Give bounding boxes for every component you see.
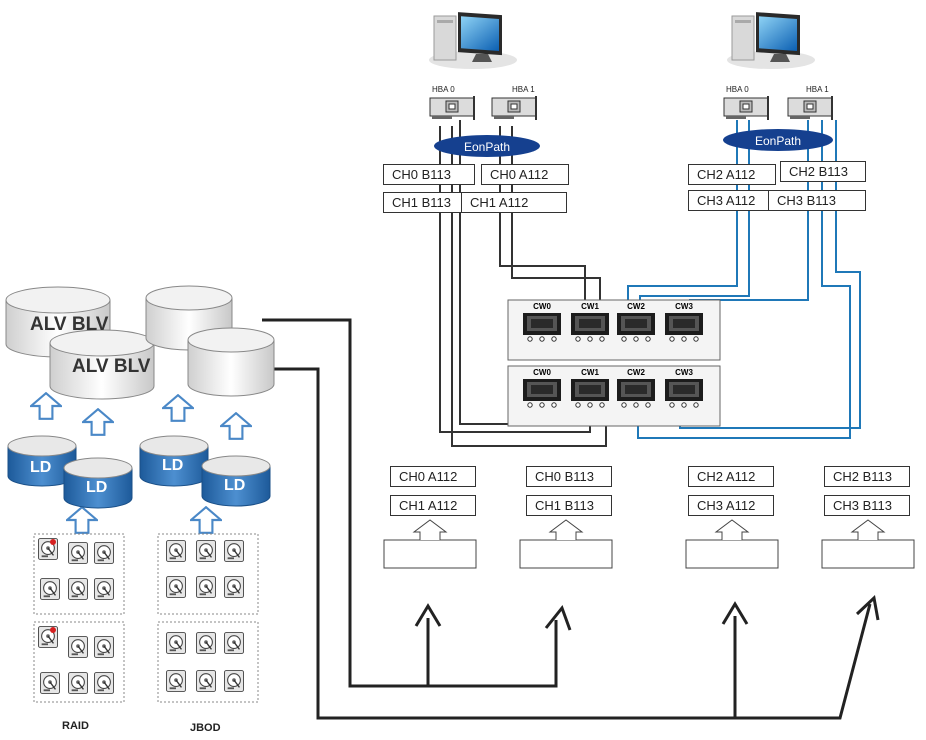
ld-label: LD <box>30 459 51 476</box>
up-arrow-icon <box>82 408 114 436</box>
port-label: CW1 <box>581 368 599 377</box>
hard-disk-icon <box>94 636 114 658</box>
host-channel-label: CH2 B113 <box>780 161 866 182</box>
hba0-label-right: HBA 0 <box>726 85 749 94</box>
target-channel-label: CH1 B113 <box>526 495 612 516</box>
controller-lower: CW0 CW1 CW2 CW3 <box>507 365 721 427</box>
controller-upper: CW0 CW1 CW2 CW3 <box>507 299 721 361</box>
port-label: CW1 <box>581 302 599 311</box>
hard-disk-icon <box>224 540 244 562</box>
ld-label: LD <box>86 479 107 496</box>
logical-drives <box>7 435 271 509</box>
right-host: HBA 0 HBA 1 EonPath <box>723 11 833 151</box>
hard-disk-icon <box>166 670 186 692</box>
eonpath-badge-right <box>723 129 833 151</box>
eonpath-label-left: EonPath <box>464 140 510 154</box>
host-channel-label: CH1 B113 <box>383 192 475 213</box>
host-channel-label: CH1 A112 <box>461 192 567 213</box>
port-icon <box>522 312 562 342</box>
hard-disk-icon <box>94 672 114 694</box>
host-channel-label: CH0 A112 <box>481 164 569 185</box>
hard-disk-icon <box>224 632 244 654</box>
port-label: CW0 <box>533 302 551 311</box>
port-icon <box>664 378 704 408</box>
alv-blv-label-front: ALV BLV <box>72 356 151 377</box>
hard-disk-icon <box>68 672 88 694</box>
host-channel-label: CH3 A112 <box>688 190 776 211</box>
hard-disk-icon <box>166 540 186 562</box>
ld-label: LD <box>162 457 183 474</box>
hard-disk-icon <box>196 670 216 692</box>
target-channel-label: CH2 B113 <box>824 466 910 487</box>
port-label: CW2 <box>627 302 645 311</box>
hard-disk-icon <box>94 578 114 600</box>
host-channel-label: CH2 A112 <box>688 164 776 185</box>
hard-disk-icon <box>94 542 114 564</box>
alv-blv-label-back: ALV BLV <box>30 314 109 335</box>
hard-disk-icon <box>68 636 88 658</box>
hard-disk-icon <box>68 542 88 564</box>
port-label: CW3 <box>675 302 693 311</box>
up-arrow-icon <box>66 506 98 534</box>
hard-disk-icon <box>196 576 216 598</box>
up-arrow-icon <box>190 506 222 534</box>
hba-card-icon <box>787 96 833 120</box>
up-arrow-icon <box>220 412 252 440</box>
raid-disk-groups <box>33 533 259 703</box>
port-icon <box>522 378 562 408</box>
up-arrow-icon <box>30 392 62 420</box>
hba0-label-left: HBA 0 <box>432 85 455 94</box>
hard-disk-icon <box>166 576 186 598</box>
left-host: HBA 0 HBA 1 EonPath <box>428 11 540 157</box>
port-label: CW3 <box>675 368 693 377</box>
up-arrow-icon <box>162 394 194 422</box>
hard-disk-icon <box>40 672 60 694</box>
hba1-label-right: HBA 1 <box>806 85 829 94</box>
hard-disk-icon <box>166 632 186 654</box>
port-icon <box>570 312 610 342</box>
volume-to-target-cables <box>262 318 872 720</box>
target-boxes <box>383 519 915 569</box>
computer-icon <box>428 11 518 70</box>
hba-card-icon <box>491 96 537 120</box>
hard-disk-icon <box>196 540 216 562</box>
hard-disk-icon <box>224 576 244 598</box>
eonpath-badge-left <box>434 135 540 157</box>
jbod-disks <box>166 540 244 692</box>
target-channel-label: CH0 A112 <box>390 466 476 487</box>
target-channel-label: CH3 A112 <box>688 495 774 516</box>
port-label: CW2 <box>627 368 645 377</box>
volume-stack-right <box>145 285 275 397</box>
eonpath-label-right: EonPath <box>755 134 801 148</box>
volume-stack-left <box>5 286 155 400</box>
hard-disk-icon <box>68 578 88 600</box>
hard-disk-icon <box>196 632 216 654</box>
target-channel-label: CH0 B113 <box>526 466 612 487</box>
fault-indicator-icon <box>50 539 56 545</box>
ld-label: LD <box>224 477 245 494</box>
target-channel-label: CH3 B113 <box>824 495 910 516</box>
jbod-caption: JBOD <box>190 722 221 734</box>
hba-card-icon <box>723 96 769 120</box>
port-icon <box>664 312 704 342</box>
hba-card-icon <box>429 96 475 120</box>
port-icon <box>570 378 610 408</box>
hba1-label-left: HBA 1 <box>512 85 535 94</box>
raid-caption: RAID <box>62 720 89 732</box>
port-label: CW0 <box>533 368 551 377</box>
hard-disk-icon <box>224 670 244 692</box>
fault-indicator-icon <box>50 627 56 633</box>
raid-disks <box>38 538 114 694</box>
port-icon <box>616 312 656 342</box>
hard-disk-icon <box>40 578 60 600</box>
host-channel-label: CH3 B113 <box>768 190 866 211</box>
target-channel-label: CH1 A112 <box>390 495 476 516</box>
target-arrow-heads <box>414 595 880 631</box>
target-channel-label: CH2 A112 <box>688 466 774 487</box>
port-icon <box>616 378 656 408</box>
computer-icon <box>726 11 816 70</box>
host-channel-label: CH0 B113 <box>383 164 475 185</box>
